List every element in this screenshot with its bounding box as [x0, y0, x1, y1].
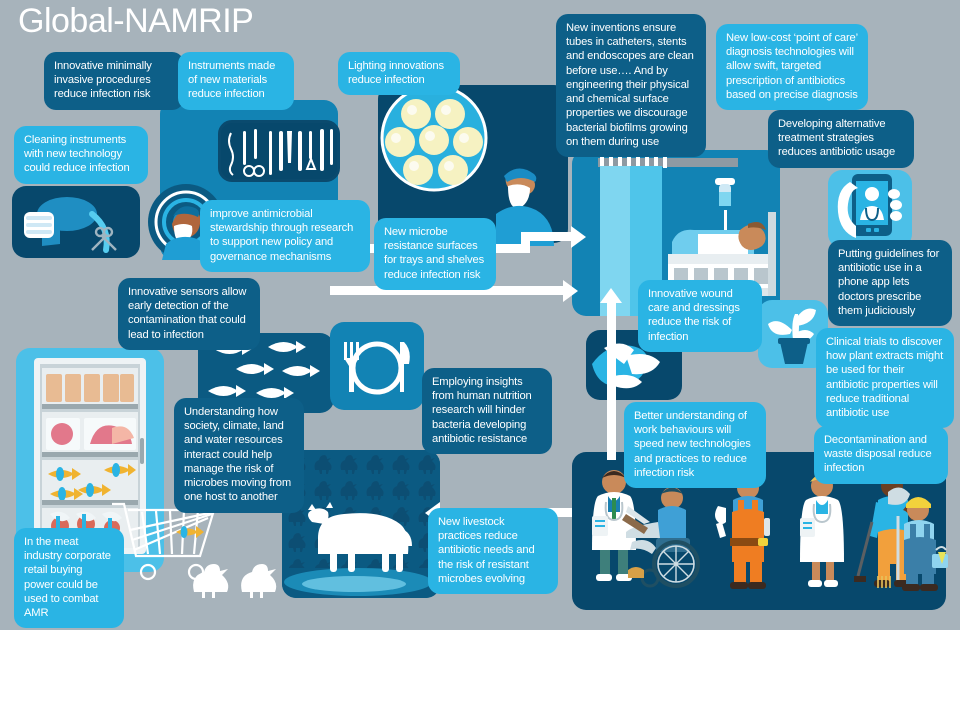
bubble-innovative-sensors[interactable]: Innovative sensors allow early detection… [118, 278, 260, 350]
bubble-wound-care[interactable]: Innovative wound care and dressings redu… [638, 280, 762, 352]
page-footer [0, 630, 960, 720]
instrument-steam-cleaner [12, 186, 140, 258]
bubble-catheters-biofilms[interactable]: New inventions ensure tubes in catheters… [556, 14, 706, 157]
shopping-trolley [104, 490, 224, 590]
bubble-new-materials[interactable]: Instruments made of new materials reduce… [178, 52, 294, 110]
supermarket-fridge-panel [16, 348, 164, 572]
arrow-left-to-ward-head [563, 280, 578, 302]
plate-knife-fork-panel [330, 322, 424, 410]
bubble-lighting-innovations[interactable]: Lighting innovations reduce infection [338, 52, 460, 96]
bubble-decontamination-waste[interactable]: Decontamination and waste disposal reduc… [814, 426, 948, 484]
livestock-panel [282, 450, 440, 598]
bubble-cleaning-instruments[interactable]: Cleaning instruments with new technology… [14, 126, 148, 184]
bubble-microbe-resistance-surfaces[interactable]: New microbe resistance surfaces for tray… [374, 218, 496, 290]
page-title: Global-NAMRIP [18, 2, 254, 40]
arrow-surgery-run [521, 232, 573, 241]
arrow-bottom-riser [607, 300, 616, 460]
bubble-alternative-treatment[interactable]: Developing alternative treatment strateg… [768, 110, 914, 168]
arrow-surgery-head [571, 226, 586, 248]
bubble-phone-app-guidelines[interactable]: Putting guidelines for antibiotic use in… [828, 240, 952, 327]
operating-theatre-lights [378, 82, 490, 194]
infographic-canvas: Global-NAMRIP [0, 0, 960, 630]
hens [186, 552, 296, 602]
bubble-work-behaviours[interactable]: Better understanding of work behaviours … [624, 402, 766, 489]
bubble-minimally-invasive[interactable]: Innovative minimally invasive procedures… [44, 52, 184, 110]
bubble-clinical-trials-plants[interactable]: Clinical trials to discover how plant ex… [816, 328, 954, 429]
bubble-antimicrobial-stewardship[interactable]: improve antimicrobial stewardship throug… [200, 200, 370, 272]
cleaner-with-mop [880, 480, 950, 595]
bubble-human-nutrition[interactable]: Employing insights from human nutrition … [422, 368, 552, 455]
arrow-left-to-ward [330, 286, 565, 295]
bubble-society-climate-land[interactable]: Understanding how society, climate, land… [174, 398, 304, 513]
bubble-livestock-practices[interactable]: New livestock practices reduce antibioti… [428, 508, 558, 595]
bubble-point-of-care[interactable]: New low-cost ‘point of care’ diagnosis t… [716, 24, 868, 111]
bubble-meat-industry-amr[interactable]: In the meat industry corporate retail bu… [14, 528, 124, 629]
phone-doctor-app-panel [828, 170, 912, 248]
surgical-instruments-tray [218, 120, 340, 182]
arrow-bottom-riser-head [600, 288, 622, 303]
